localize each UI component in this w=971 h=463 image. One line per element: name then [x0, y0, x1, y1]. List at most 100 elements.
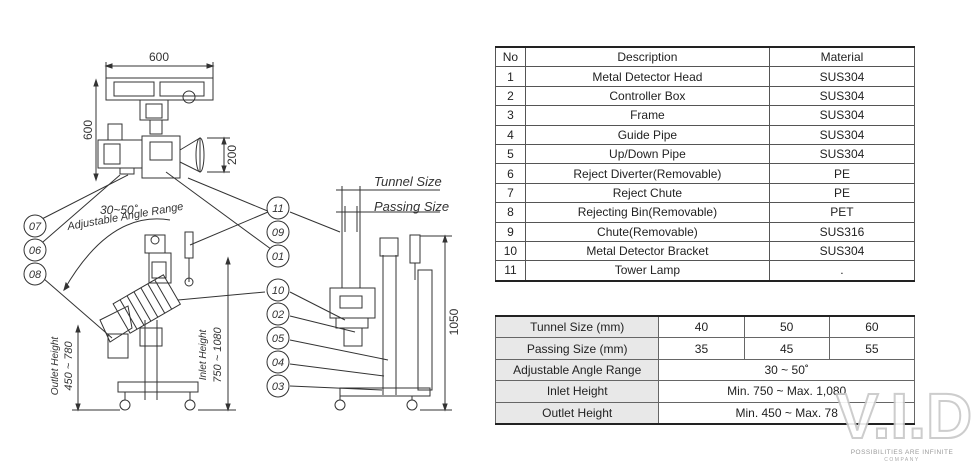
cell-description: Reject Diverter(Removable)	[524, 163, 770, 184]
callout-number: 11	[272, 203, 283, 215]
cell-description: Up/Down Pipe	[524, 143, 770, 165]
header-material: Material	[768, 46, 916, 68]
cell-material: .	[768, 260, 916, 282]
spec-value: Min. 750 ~ Max. 1,080	[658, 380, 915, 403]
dim-height: 600	[81, 120, 95, 140]
passing-size-label: Passing Size	[374, 199, 449, 214]
cell-material: SUS304	[768, 240, 916, 262]
cell-no: 11	[495, 260, 526, 282]
cell-no: 3	[495, 105, 526, 126]
spec-label: Outlet Height	[494, 401, 660, 425]
front-view	[329, 186, 452, 412]
dim-width: 600	[149, 50, 169, 64]
angle-value: 30~50˚	[100, 203, 139, 217]
cell-description: Controller Box	[524, 85, 770, 107]
spec-value: 60	[828, 315, 916, 339]
logo-sub: COMPANY	[884, 457, 919, 463]
callout-number: 04	[272, 357, 284, 369]
spec-label: Adjustable Angle Range	[494, 358, 660, 382]
spec-row-passing: Passing Size (mm) 35 45 55	[494, 337, 916, 360]
callout-circle	[23, 262, 47, 286]
cell-no: 7	[495, 182, 526, 204]
cell-description: Tower Lamp	[524, 260, 770, 282]
right-height-dim: 1050	[447, 308, 461, 335]
callout-circle	[23, 214, 47, 238]
cell-material: SUS304	[768, 105, 916, 126]
spec-table: Tunnel Size (mm) 40 50 60 Passing Size (…	[494, 315, 916, 425]
spec-value: 55	[828, 337, 916, 360]
callout-number: 10	[272, 285, 285, 297]
spec-row-tunnel: Tunnel Size (mm) 40 50 60	[494, 315, 916, 339]
outlet-height-label: Outlet Height	[50, 336, 61, 396]
cell-material: SUS304	[768, 143, 916, 165]
outlet-height-value: 450 ~ 780	[63, 341, 75, 391]
callouts-mid: 11 09 01 10 02 05 04 03	[266, 196, 290, 398]
cell-no: 6	[495, 163, 526, 184]
spec-value: Min. 450 ~ Max. 78	[658, 401, 915, 425]
callout-number: 07	[29, 221, 42, 233]
callout-circle	[266, 350, 290, 374]
tunnel-size-label: Tunnel Size	[374, 174, 442, 189]
cell-no: 8	[495, 202, 526, 223]
callout-number: 01	[272, 251, 284, 263]
cell-material: SUS304	[768, 124, 916, 145]
side-view	[63, 218, 236, 412]
callout-circle	[266, 244, 290, 268]
cell-description: Metal Detector Head	[524, 66, 770, 87]
spec-value: 40	[658, 315, 745, 339]
logo-tagline: POSSIBILITIES ARE INFINITE	[851, 449, 954, 456]
cell-no: 9	[495, 221, 526, 242]
callout-number: 03	[272, 381, 285, 393]
callout-number: 09	[272, 227, 284, 239]
top-view	[93, 62, 230, 182]
callout-number: 02	[272, 309, 284, 321]
cell-material: SUS316	[768, 221, 916, 242]
company-logo-watermark: V.I.D POSSIBILITIES ARE INFINITE COMPANY	[835, 379, 971, 463]
technical-drawing: 600 600 200 Tunnel Size Passing Size 30~…	[23, 50, 461, 412]
inlet-height-label: Inlet Height	[198, 328, 209, 380]
callout-circle	[266, 326, 290, 350]
spec-label: Tunnel Size (mm)	[494, 315, 660, 339]
header-no: No	[495, 46, 526, 68]
cell-description: Frame	[524, 105, 770, 126]
cell-description: Metal Detector Bracket	[524, 240, 770, 262]
cell-material: PE	[768, 163, 916, 184]
callout-number: 06	[29, 245, 42, 257]
callout-circle	[266, 196, 290, 220]
cell-material: PET	[768, 202, 916, 223]
callout-number: 05	[272, 333, 285, 345]
spec-value: 50	[743, 315, 830, 339]
cell-description: Reject Chute	[524, 182, 770, 204]
spec-label: Inlet Height	[494, 380, 660, 403]
inlet-height-value: 750 ~ 1080	[212, 326, 224, 382]
spec-row-inlet: Inlet Height Min. 750 ~ Max. 1,080	[494, 380, 915, 403]
cell-description: Chute(Removable)	[524, 221, 770, 242]
callout-circle	[266, 278, 290, 302]
logo-mark: V.I.D	[836, 380, 971, 452]
spec-value: 35	[658, 337, 745, 360]
dim-200: 200	[225, 145, 239, 165]
spec-value: 45	[743, 337, 830, 360]
callout-circle	[266, 374, 290, 398]
callout-circle	[266, 302, 290, 326]
callout-circle	[266, 220, 290, 244]
cell-description: Guide Pipe	[524, 124, 770, 145]
header-description: Description	[524, 46, 770, 68]
cell-material: SUS304	[768, 85, 916, 107]
spec-row-angle: Adjustable Angle Range 30 ~ 50˚	[494, 358, 915, 382]
callout-circle	[23, 238, 47, 262]
spec-row-outlet: Outlet Height Min. 450 ~ Max. 78	[494, 401, 915, 425]
cell-material: SUS304	[768, 66, 916, 87]
cell-no: 2	[495, 85, 526, 107]
